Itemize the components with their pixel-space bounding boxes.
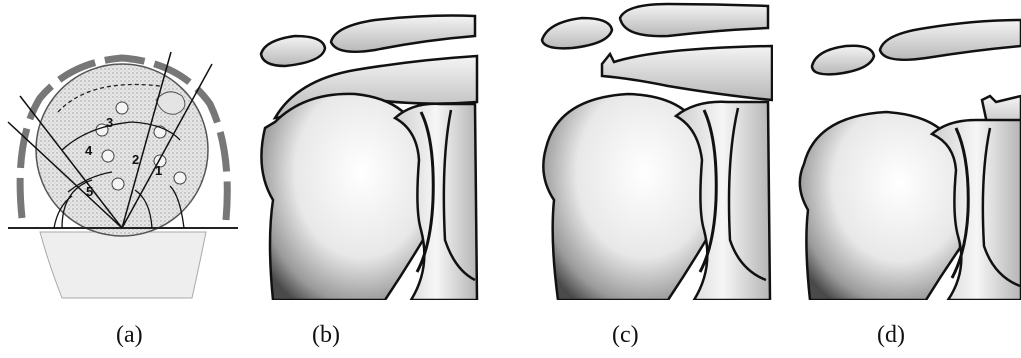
foramen (102, 150, 114, 162)
caption-c: (c) (612, 322, 639, 349)
humeral-head (800, 112, 960, 300)
region-number-2: 2 (132, 152, 139, 167)
foramen (116, 102, 128, 114)
region-number-5: 5 (86, 184, 93, 199)
foramen (174, 172, 186, 184)
region-number-1: 1 (155, 163, 162, 178)
caption-b: (b) (312, 322, 340, 349)
acromion-fractured (602, 46, 772, 100)
panel-b (245, 0, 485, 300)
panel-a-diagram: 1 2 3 4 5 (0, 0, 245, 300)
clavicle (620, 4, 768, 36)
region-number-4: 4 (85, 143, 93, 158)
foramen (112, 178, 124, 190)
panel-d-diagram (776, 0, 1021, 300)
humeral-shaft-outline (40, 232, 206, 298)
panel-c (528, 0, 773, 300)
clavicle-fragment (812, 46, 874, 75)
region-number-3: 3 (106, 115, 113, 130)
caption-a: (a) (116, 322, 143, 349)
panel-d (776, 0, 1021, 300)
humeral-head (261, 94, 423, 300)
clavicle-fragment (261, 36, 325, 66)
humeral-head (543, 94, 706, 300)
panel-a: 1 2 3 4 5 (0, 0, 245, 300)
caption-d: (d) (877, 322, 905, 349)
clavicle (880, 20, 1021, 60)
clavicle (331, 16, 475, 52)
clavicle-fragment (542, 18, 612, 48)
panel-b-diagram (245, 0, 485, 300)
panel-c-diagram (528, 0, 773, 300)
